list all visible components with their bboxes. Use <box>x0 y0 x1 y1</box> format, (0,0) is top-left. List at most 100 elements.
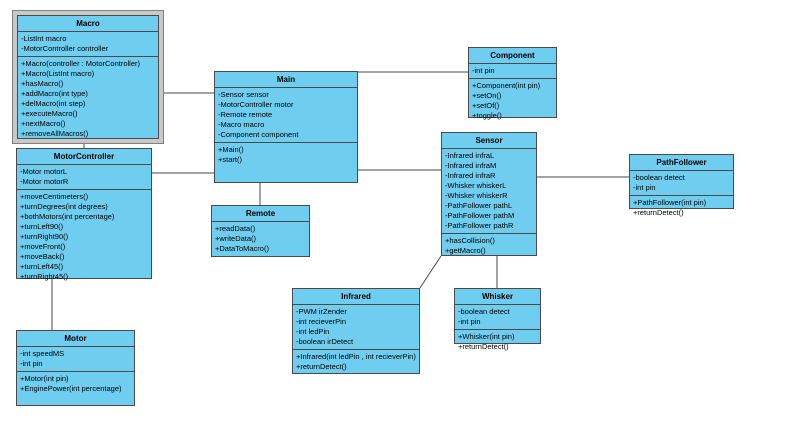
method-line: +EnginePower(int percentage) <box>20 384 122 393</box>
attribute-line: -PWM irZender <box>296 307 347 316</box>
method-line: +setOf() <box>472 101 500 110</box>
method-line: +turnRight45() <box>20 272 69 281</box>
attribute-line: -MotorController controller <box>21 44 109 53</box>
method-line: +executeMacro() <box>21 109 78 118</box>
methods-section-whisker: +Whisker(int pin)+returnDetect() <box>455 330 540 354</box>
class-name-infrared: Infrared <box>293 289 419 305</box>
method-line: +readData() <box>215 224 256 233</box>
attributes-section-infrared: -PWM irZender-int recieverPin-int ledPin… <box>293 305 419 350</box>
attribute-line: -MotorController motor <box>218 100 294 109</box>
method-line: +Macro(ListInt macro) <box>21 69 95 78</box>
class-name-motorcontroller: MotorController <box>17 149 151 165</box>
attribute-line: -Sensor sensor <box>218 90 269 99</box>
uml-class-remote[interactable]: Remote+readData()+writeData()+DataToMacr… <box>211 205 310 257</box>
method-line: +setOn() <box>472 91 502 100</box>
attribute-line: -boolean irDetect <box>296 337 354 346</box>
class-name-whisker: Whisker <box>455 289 540 305</box>
methods-section-motor: +Motor(int pin)+EnginePower(int percenta… <box>17 372 134 396</box>
method-line: +returnDetect() <box>296 362 347 371</box>
method-line: +hasMacro() <box>21 79 64 88</box>
method-line: +Infrared(int ledPin , int recieverPin) <box>296 352 416 361</box>
association-sensor-infrared[interactable] <box>419 255 442 289</box>
method-line: +turnLeft45() <box>20 262 64 271</box>
method-line: +turnDegrees(int degrees) <box>20 202 108 211</box>
attribute-line: -int pin <box>20 359 43 368</box>
method-line: +hasCollision() <box>445 236 495 245</box>
uml-class-pathfollower[interactable]: PathFollower-boolean detect-int pin+Path… <box>629 154 734 217</box>
method-line: +Motor(int pin) <box>20 374 69 383</box>
methods-section-main: +Main()+start() <box>215 143 357 167</box>
uml-class-motorcontroller[interactable]: MotorController-Motor motorL-Motor motor… <box>16 148 152 281</box>
attributes-section-sensor: -Infrared infraL-Infrared infraM-Infrare… <box>442 149 536 234</box>
attributes-section-component: -int pin <box>469 64 556 79</box>
methods-section-sensor: +hasCollision()+getMacro() <box>442 234 536 258</box>
uml-class-infrared[interactable]: Infrared-PWM irZender-int recieverPin-in… <box>292 288 420 374</box>
attribute-line: -PathFollower pathM <box>445 211 515 220</box>
uml-class-motor[interactable]: Motor-int speedMS-int pin+Motor(int pin)… <box>16 330 135 406</box>
uml-class-sensor[interactable]: Sensor-Infrared infraL-Infrared infraM-I… <box>441 132 537 256</box>
uml-class-macro[interactable]: Macro-ListInt macro-MotorController cont… <box>12 10 164 144</box>
attribute-line: -Infrared infraR <box>445 171 496 180</box>
method-line: +removeAllMacros() <box>21 129 89 138</box>
attributes-section-pathfollower: -boolean detect-int pin <box>630 171 733 196</box>
attribute-line: -Motor motorR <box>20 177 69 186</box>
attribute-line: -int pin <box>472 66 495 75</box>
uml-class-component[interactable]: Component-int pin+Component(int pin)+set… <box>468 47 557 120</box>
class-name-pathfollower: PathFollower <box>630 155 733 171</box>
method-line: +moveFront() <box>20 242 66 251</box>
method-line: +moveCentimeters() <box>20 192 89 201</box>
method-line: +Component(int pin) <box>472 81 541 90</box>
methods-section-remote: +readData()+writeData()+DataToMacro() <box>212 222 309 256</box>
attribute-line: -Remote remote <box>218 110 273 119</box>
method-line: +returnDetect() <box>633 208 684 217</box>
method-line: +writeData() <box>215 234 257 243</box>
uml-class-main[interactable]: Main-Sensor sensor-MotorController motor… <box>214 71 358 183</box>
attribute-line: -int recieverPin <box>296 317 347 326</box>
attribute-line: -Motor motorL <box>20 167 68 176</box>
method-line: +Main() <box>218 145 244 154</box>
attribute-line: -Whisker whiskerR <box>445 191 508 200</box>
attributes-section-macro: -ListInt macro-MotorController controlle… <box>18 32 158 57</box>
method-line: +PathFollower(int pin) <box>633 198 707 207</box>
class-name-sensor: Sensor <box>442 133 536 149</box>
attributes-section-motorcontroller: -Motor motorL-Motor motorR <box>17 165 151 190</box>
attribute-line: -int speedMS <box>20 349 65 358</box>
method-line: +turnRight90() <box>20 232 69 241</box>
attribute-line: -boolean detect <box>458 307 510 316</box>
method-line: +delMacro(int step) <box>21 99 86 108</box>
method-line: +returnDetect() <box>458 342 509 351</box>
methods-section-infrared: +Infrared(int ledPin , int recieverPin)+… <box>293 350 419 374</box>
attribute-line: -Macro macro <box>218 120 265 129</box>
class-name-macro: Macro <box>18 16 158 32</box>
attributes-section-motor: -int speedMS-int pin <box>17 347 134 372</box>
method-line: +moveBack() <box>20 252 65 261</box>
attribute-line: -ListInt macro <box>21 34 67 43</box>
method-line: +turnLeft90() <box>20 222 64 231</box>
attribute-line: -boolean detect <box>633 173 685 182</box>
method-line: +toggle() <box>472 111 502 120</box>
method-line: +addMacro(int type) <box>21 89 88 98</box>
method-line: +nextMacro() <box>21 119 66 128</box>
methods-section-motorcontroller: +moveCentimeters()+turnDegrees(int degre… <box>17 190 151 284</box>
class-name-component: Component <box>469 48 556 64</box>
class-name-motor: Motor <box>17 331 134 347</box>
attribute-line: -Infrared infraL <box>445 151 495 160</box>
class-name-remote: Remote <box>212 206 309 222</box>
attributes-section-whisker: -boolean detect-int pin <box>455 305 540 330</box>
attribute-line: -int pin <box>458 317 481 326</box>
attribute-line: -Infrared infraM <box>445 161 497 170</box>
method-line: +bothMotors(int percentage) <box>20 212 115 221</box>
uml-class-whisker[interactable]: Whisker-boolean detect-int pin+Whisker(i… <box>454 288 541 351</box>
class-name-main: Main <box>215 72 357 88</box>
method-line: +getMacro() <box>445 246 486 255</box>
methods-section-component: +Component(int pin)+setOn()+setOf()+togg… <box>469 79 556 123</box>
attributes-section-main: -Sensor sensor-MotorController motor-Rem… <box>215 88 357 143</box>
method-line: +Macro(controller : MotorController) <box>21 59 140 68</box>
attribute-line: -Whisker whiskerL <box>445 181 507 190</box>
method-line: +start() <box>218 155 242 164</box>
attribute-line: -Component component <box>218 130 299 139</box>
attribute-line: -int pin <box>633 183 656 192</box>
method-line: +DataToMacro() <box>215 244 269 253</box>
